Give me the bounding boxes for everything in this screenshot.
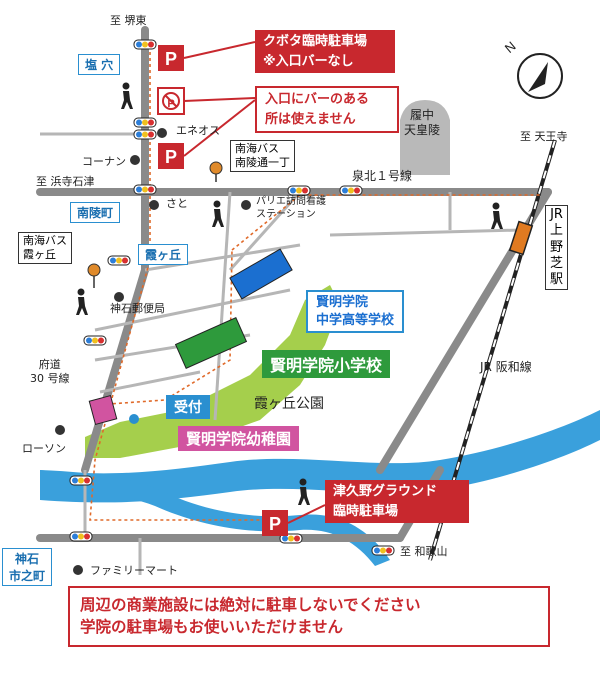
label-kindergarten: 賢明学院幼稚園 (178, 426, 300, 451)
label-middle-high: 賢明学院 中学高等学校 (306, 290, 405, 334)
label-middle-high-line2: 中学高等学校 (316, 312, 395, 328)
shop-familymart: ファミリーマート (90, 564, 178, 577)
traffic-signal-icon (69, 39, 395, 556)
label-elementary: 賢明学院小学校 (262, 350, 391, 378)
compass-north-icon: N (502, 38, 563, 99)
label-hamadera: 至 浜寺石津 (36, 175, 95, 188)
label-senboku: 泉北１号線 (352, 169, 413, 183)
parking-icon (158, 41, 326, 536)
notice-line1: 周辺の商業施設には絶対に駐車しないでください (80, 596, 421, 614)
no-parking-letter: P (167, 98, 174, 110)
svg-text:N: N (502, 38, 519, 56)
emperor-tomb (400, 100, 450, 175)
shop-eneos: エネオス (176, 124, 220, 137)
label-fuchu-road: 府道 30 号線 (30, 358, 70, 385)
jr-station-mark (508, 220, 534, 256)
parking-letter: P (165, 147, 177, 167)
shop-dot-icon (55, 128, 251, 575)
label-reception: 受付 (166, 395, 210, 419)
notice-line2: 学院の駐車場もお使いいただけません (80, 618, 344, 637)
label-sakai-higashi: 至 堺東 (110, 14, 147, 27)
callout-kubota-line1: クボタ臨時駐車場 (263, 34, 368, 49)
label-emperor-tomb: 履中 天皇陵 (404, 108, 441, 137)
label-jr-hanwa: JR 阪和線 (480, 360, 532, 374)
callout-tsukuno-line2: 臨時駐車場 (333, 503, 399, 519)
station-nanryo: 南陵町 (70, 202, 121, 223)
no-parking-icon (157, 87, 256, 115)
river-lower (40, 470, 390, 566)
label-park: 霞ヶ丘公園 (254, 396, 324, 412)
label-middle-high-line1: 賢明学院 (316, 295, 369, 310)
road-fuchu30-south (81, 266, 149, 474)
station-kasumigaoka: 霞ヶ丘 (138, 244, 189, 265)
reception-marker (129, 414, 139, 424)
parking-notice: 周辺の商業施設には絶対に駐車しないでください 学院の駐車場もお使いいただけません (68, 586, 550, 647)
parking-letter: P (165, 49, 177, 69)
callout-kubota: クボタ臨時駐車場 ※入口バーなし (255, 30, 395, 73)
callout-kubota-line2: ※入口バーなし (263, 53, 354, 69)
bus-nankai-kasumi: 南海バス 霞ヶ丘 (18, 232, 72, 264)
shop-sato: さと (166, 197, 188, 210)
shop-lawson: ローソン (22, 442, 66, 455)
station-jr-uenoshiba: JR 上 野 芝 駅 (545, 205, 569, 291)
pedestrian-icon (76, 82, 503, 505)
parking-letter: P (269, 514, 281, 534)
callout-barrier-line2: 所は使えません (265, 111, 356, 127)
callout-tsukuno: 津久野グラウンド 臨時駐車場 (325, 480, 469, 523)
shop-konan: コーナン (82, 155, 126, 168)
elementary-building (174, 317, 248, 369)
callout-barrier-line1: 入口にバーのある (265, 92, 370, 107)
bus-stop-icon (87, 161, 223, 288)
callout-barrier: 入口にバーのある 所は使えません (255, 86, 399, 133)
label-shioana: 塩 穴 (78, 54, 121, 75)
kindergarten-building (88, 394, 118, 426)
station-ichinocho: 神石 市之町 (2, 548, 53, 586)
river (40, 410, 600, 503)
bus-nankai-nanryo: 南海バス 南陵通一丁 (230, 140, 295, 172)
middle-high-building (229, 248, 293, 300)
callout-tsukuno-line1: 津久野グラウンド (333, 484, 438, 499)
shop-paris: パリエ訪問看護 ステーション (256, 196, 326, 220)
label-wakayama: 至 和歌山 (400, 545, 448, 558)
shop-post-office: 神石郵便局 (110, 302, 165, 315)
label-tennoji: 至 天王寺 (520, 130, 568, 143)
